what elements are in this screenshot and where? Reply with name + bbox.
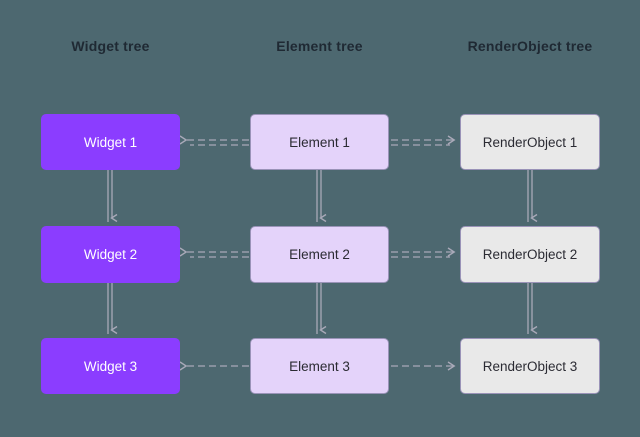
- node-widget-3[interactable]: Widget 3: [41, 338, 180, 394]
- node-renderobject-2[interactable]: RenderObject 2: [460, 226, 600, 283]
- node-element-3[interactable]: Element 3: [250, 338, 389, 394]
- node-widget-1[interactable]: Widget 1: [41, 114, 180, 170]
- column-header-element-tree: Element tree: [276, 38, 363, 54]
- node-widget-2[interactable]: Widget 2: [41, 226, 180, 283]
- column-header-renderobject-tree: RenderObject tree: [467, 38, 593, 54]
- node-element-2[interactable]: Element 2: [250, 226, 389, 283]
- column-header-widget-tree: Widget tree: [71, 38, 150, 54]
- node-element-1[interactable]: Element 1: [250, 114, 389, 170]
- node-renderobject-1[interactable]: RenderObject 1: [460, 114, 600, 170]
- node-renderobject-3[interactable]: RenderObject 3: [460, 338, 600, 394]
